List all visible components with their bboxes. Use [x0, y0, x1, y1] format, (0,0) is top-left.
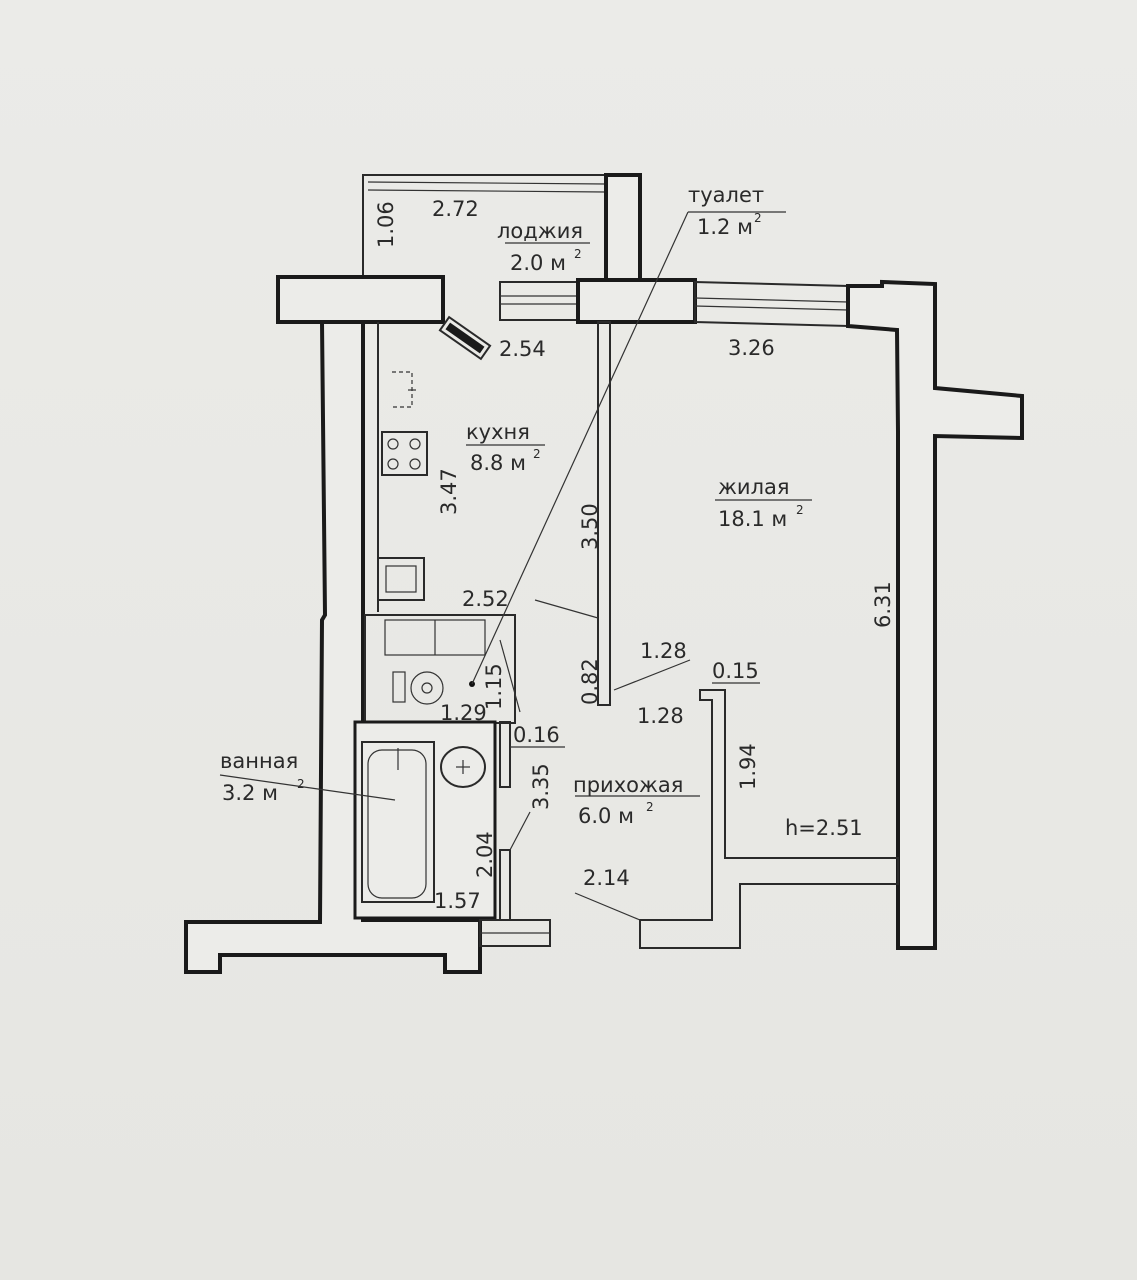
hallway-area-sup: 2: [646, 800, 654, 814]
loggia: [362, 173, 642, 284]
toilet-area-sup: 2: [754, 211, 762, 225]
partition-wall: [597, 321, 611, 706]
dim-hall-wall: 1.94: [736, 743, 760, 790]
dim-bath-width: 1.57: [434, 889, 481, 913]
dim-kitchen-width: 2.54: [499, 337, 546, 361]
dim-partition-length: 3.50: [578, 503, 602, 550]
dim-loggia-width: 2.72: [432, 197, 479, 221]
dim-toilet-depth: 1.15: [482, 663, 506, 710]
ceiling-height: h=2.51: [785, 816, 863, 840]
living-area: 18.1 м: [718, 507, 787, 531]
hallway-area: 6.0 м: [578, 804, 634, 828]
dim-partition-stub: 0.82: [578, 658, 602, 705]
sink-outlet-icon: [392, 371, 416, 408]
bathroom: [353, 720, 497, 920]
dim-bath-length: 2.04: [473, 831, 497, 878]
kitchen-sink-icon: [377, 557, 425, 601]
dim-wall-015: 0.15: [712, 659, 759, 683]
wall-right: [846, 279, 1024, 950]
toilet-area: 1.2 м: [697, 215, 753, 239]
dim-hall-length: 3.35: [529, 763, 553, 810]
loggia-area-sup: 2: [574, 247, 582, 261]
toilet-name: туалет: [688, 183, 764, 207]
radiator-icon: [438, 315, 492, 361]
dim-door-1: 1.28: [640, 639, 687, 663]
wall-column: [576, 278, 697, 324]
window-kitchen: [499, 281, 581, 321]
kitchen-area-sup: 2: [533, 447, 541, 461]
living-area-sup: 2: [796, 503, 804, 517]
dim-wall-016: 0.16: [513, 723, 560, 747]
dim-room-length: 6.31: [871, 581, 895, 628]
window-room: [694, 280, 849, 328]
kitchen-name: кухня: [466, 420, 530, 444]
bathroom-area-sup: 2: [297, 777, 305, 791]
dim-loggia-depth: 1.06: [374, 201, 398, 248]
loggia-name: лоджия: [497, 219, 583, 243]
wall-left-bottom: [184, 320, 482, 974]
bathroom-area: 3.2 м: [222, 781, 278, 805]
dim-kitchen-bottom: 2.52: [462, 587, 509, 611]
dim-kitchen-length: 3.47: [437, 468, 461, 515]
stove-icon: [381, 431, 428, 476]
leader-lines: [219, 211, 812, 921]
dim-toilet-width: 1.29: [440, 701, 487, 725]
dim-door-2: 1.28: [637, 704, 684, 728]
dim-hall-width: 2.14: [583, 866, 630, 890]
toilet-icon: [392, 671, 444, 705]
dim-room-width: 3.26: [728, 336, 775, 360]
kitchen-area: 8.8 м: [470, 451, 526, 475]
loggia-area: 2.0 м: [510, 251, 566, 275]
hallway-name: прихожая: [573, 773, 683, 797]
wall-top-left: [276, 275, 445, 324]
washbasin-icon: [440, 746, 486, 788]
living-name: жилая: [718, 475, 790, 499]
hall-wall: [639, 689, 899, 949]
bathroom-name: ванная: [220, 749, 298, 773]
